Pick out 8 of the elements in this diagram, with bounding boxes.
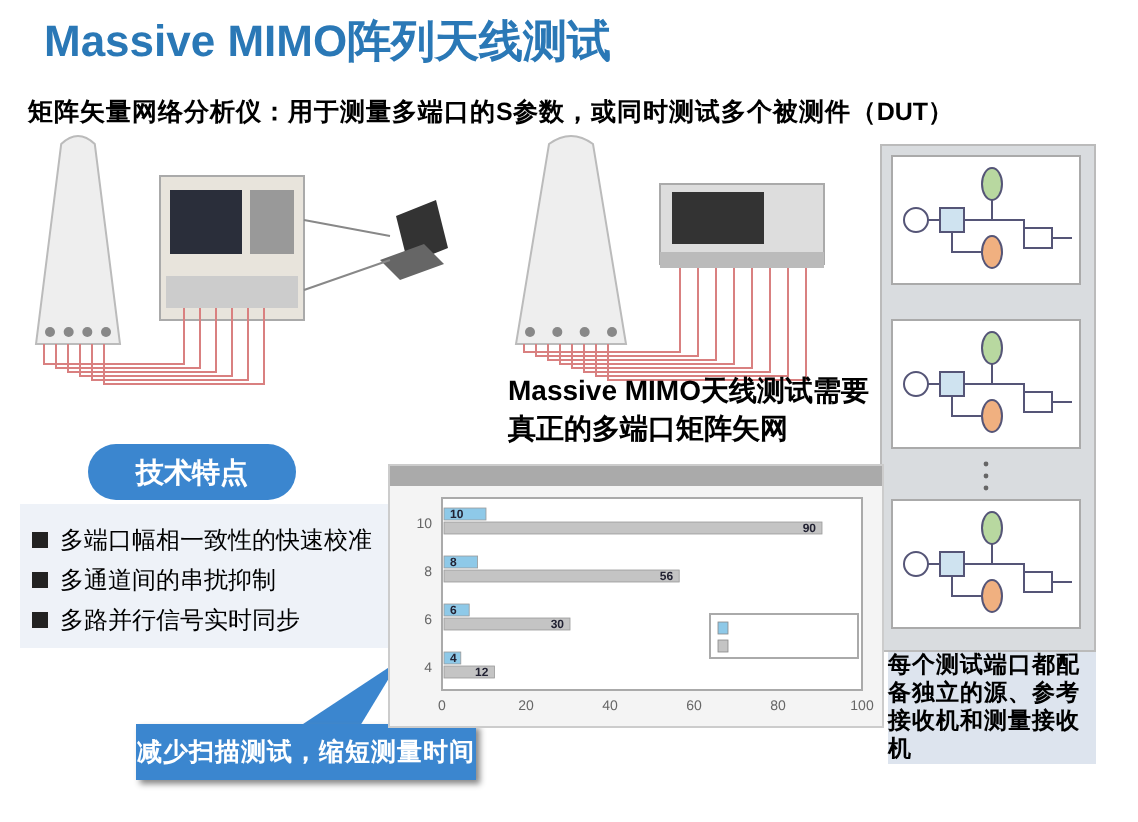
bullet-text: 多端口幅相一致性的快速校准 (60, 524, 372, 558)
heading-text: Massive MIMO天线测试需要真正的多端口矩阵矢网 (508, 372, 871, 448)
note-text: 每个测试端口都配备独立的源、参考接收机和测量接收机 (888, 652, 1096, 764)
subtitle: 矩阵矢量网络分析仪：用于测量多端口的S参数，或同时测试多个被测件（DUT） (28, 96, 955, 130)
section-heading: 技术特点 (88, 444, 296, 500)
bullet-text: 多通道间的串扰抑制 (60, 564, 276, 598)
title: Massive MIMO阵列天线测试 (44, 14, 612, 70)
bullet-text: 多路并行信号实时同步 (60, 604, 300, 638)
